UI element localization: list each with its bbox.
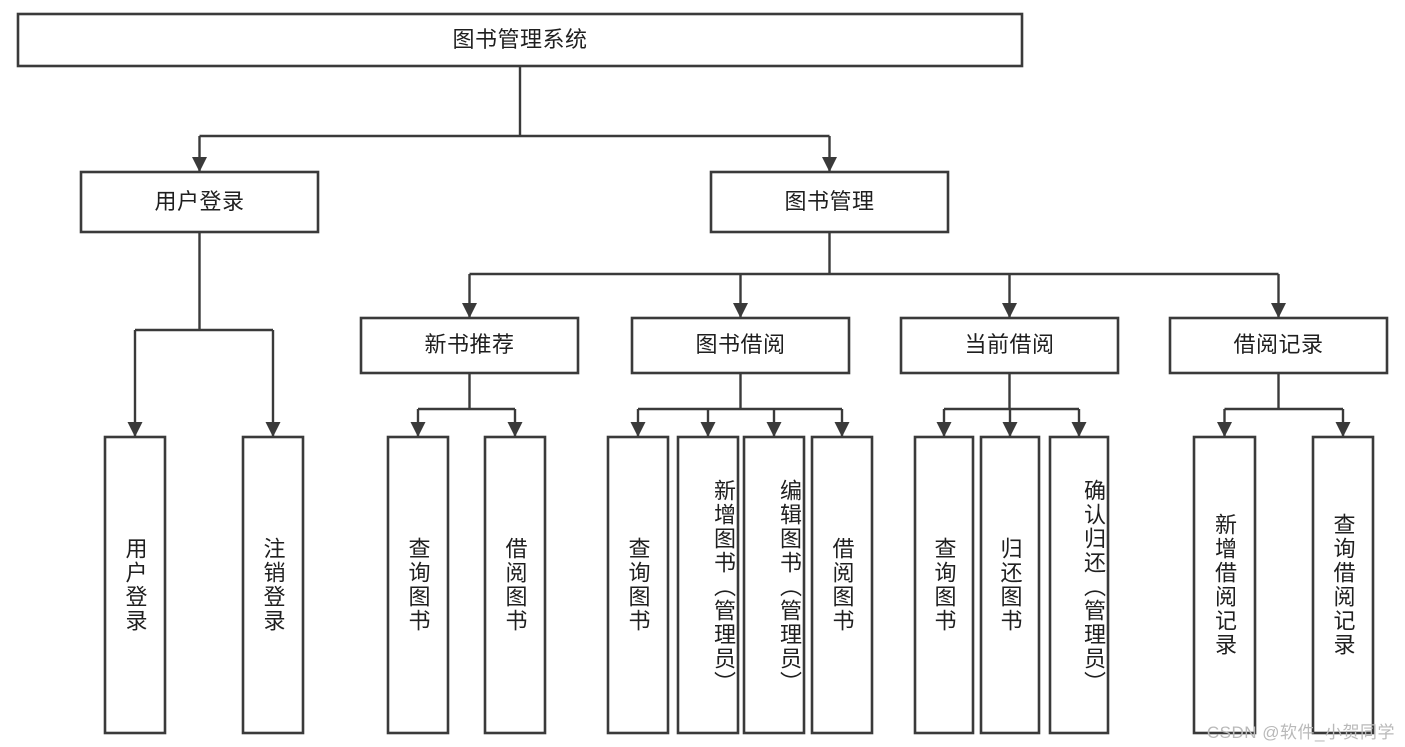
node-box-current-borrow[interactable]: [899, 316, 1120, 375]
node-box-current-confirm-return[interactable]: [1048, 435, 1110, 735]
node-box-new-book-recommend[interactable]: [359, 316, 580, 375]
arrow-head-icon: [936, 422, 952, 437]
node-box-recommend-query-book[interactable]: [386, 435, 450, 735]
arrow-head-icon: [410, 422, 426, 437]
node-box-user-logout[interactable]: [241, 435, 305, 735]
node-box-record-add[interactable]: [1192, 435, 1257, 735]
arrow-head-icon: [733, 303, 748, 318]
arrow-head-icon: [127, 422, 143, 437]
node-box-recommend-borrow-book[interactable]: [483, 435, 547, 735]
node-box-borrow-edit-book[interactable]: [742, 435, 806, 735]
node-box-record-query[interactable]: [1311, 435, 1375, 735]
node-box-book-borrow[interactable]: [630, 316, 851, 375]
arrow-head-icon: [834, 422, 850, 437]
arrow-head-icon: [700, 422, 716, 437]
arrow-head-icon: [630, 422, 646, 437]
node-box-borrow-add-book[interactable]: [676, 435, 740, 735]
arrow-head-icon: [507, 422, 523, 437]
arrow-head-icon: [1002, 422, 1018, 437]
arrow-head-icon: [1071, 422, 1087, 437]
arrow-head-icon: [265, 422, 281, 437]
connector-group: [127, 66, 1351, 437]
arrow-head-icon: [1335, 422, 1351, 437]
node-box-current-return-book[interactable]: [979, 435, 1041, 735]
node-box-root[interactable]: [16, 12, 1024, 68]
node-box-borrow-record[interactable]: [1168, 316, 1389, 375]
arrow-head-icon: [766, 422, 782, 437]
arrow-head-icon: [462, 303, 477, 318]
node-box-borrow-query-book[interactable]: [606, 435, 670, 735]
node-box-user-login[interactable]: [79, 170, 320, 234]
node-box-book-manage[interactable]: [709, 170, 950, 234]
arrow-head-icon: [1002, 303, 1017, 318]
watermark-text: CSDN @软件_小贺同学: [1206, 723, 1395, 742]
node-box-group: [16, 12, 1389, 735]
arrow-head-icon: [1271, 303, 1286, 318]
node-box-user-login-do[interactable]: [103, 435, 167, 735]
node-box-borrow-do-borrow[interactable]: [810, 435, 874, 735]
arrow-head-icon: [1217, 422, 1232, 437]
arrow-head-icon: [822, 157, 837, 172]
node-box-current-query-book[interactable]: [913, 435, 975, 735]
arrow-head-icon: [192, 157, 207, 172]
